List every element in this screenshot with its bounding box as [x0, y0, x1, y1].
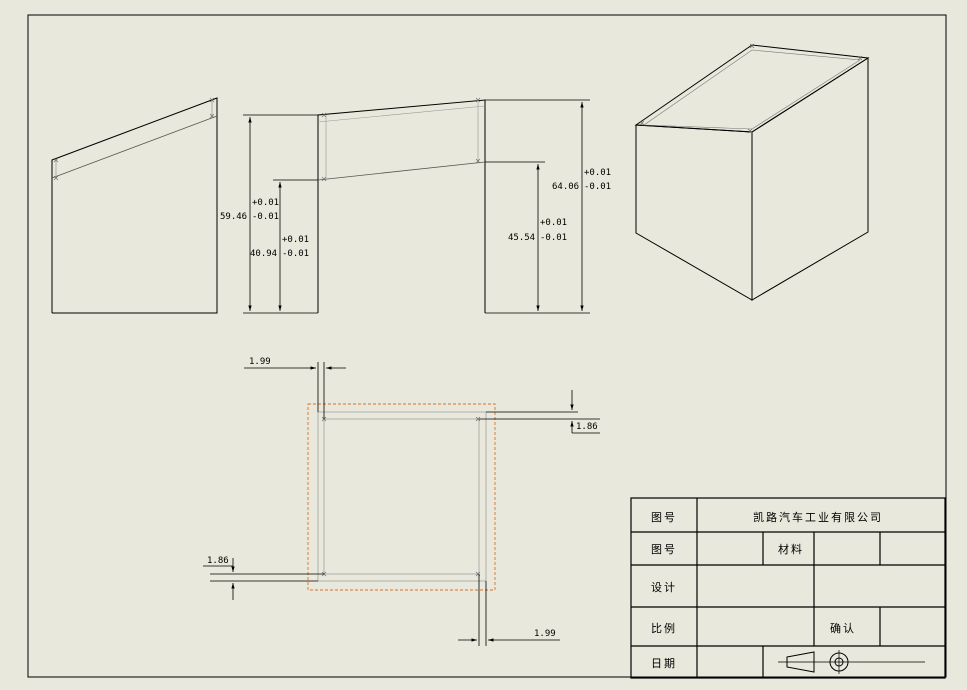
selection-box — [307, 403, 496, 591]
dim-bottom-left-thickness: 1.86 — [207, 556, 229, 566]
svg-text:40.94: 40.94 — [250, 249, 277, 259]
projection-symbol — [778, 650, 925, 674]
dim-top-right-thickness: 1.86 — [576, 422, 598, 432]
side-view — [51, 97, 218, 314]
label-drawing-no-2: 图号 — [651, 543, 677, 556]
dim-bottom-right-thickness: 1.99 — [534, 629, 556, 639]
svg-text:45.54: 45.54 — [508, 233, 535, 243]
front-view — [243, 97, 590, 314]
dim-59-46: +0.01 59.46 -0.01 — [220, 198, 279, 222]
svg-text:+0.01: +0.01 — [282, 235, 309, 245]
svg-text:-0.01: -0.01 — [252, 212, 279, 222]
dim-64-06: +0.01 64.06 -0.01 — [552, 168, 611, 192]
svg-text:-0.01: -0.01 — [282, 249, 309, 259]
svg-text:59.46: 59.46 — [220, 212, 247, 222]
label-scale: 比例 — [651, 621, 677, 635]
title-block — [630, 497, 946, 679]
drawing-border — [27, 14, 947, 678]
label-design: 设计 — [651, 581, 677, 594]
svg-text:-0.01: -0.01 — [584, 182, 611, 192]
dim-45-54: +0.01 45.54 -0.01 — [508, 218, 567, 243]
label-drawing-no-1: 图号 — [651, 511, 677, 524]
label-material: 材料 — [778, 542, 804, 556]
label-confirm: 确认 — [830, 622, 856, 635]
top-view — [203, 362, 600, 646]
isometric-view — [634, 43, 870, 301]
svg-text:+0.01: +0.01 — [584, 168, 611, 178]
svg-text:64.06: 64.06 — [552, 182, 579, 192]
label-date: 日期 — [651, 657, 677, 670]
svg-text:-0.01: -0.01 — [540, 233, 567, 243]
dim-40-94: +0.01 40.94 -0.01 — [250, 235, 309, 259]
svg-text:+0.01: +0.01 — [540, 218, 567, 228]
company-name: 凯路汽车工业有限公司 — [753, 510, 883, 524]
svg-text:+0.01: +0.01 — [252, 198, 279, 208]
dim-top-left-thickness: 1.99 — [249, 357, 271, 367]
